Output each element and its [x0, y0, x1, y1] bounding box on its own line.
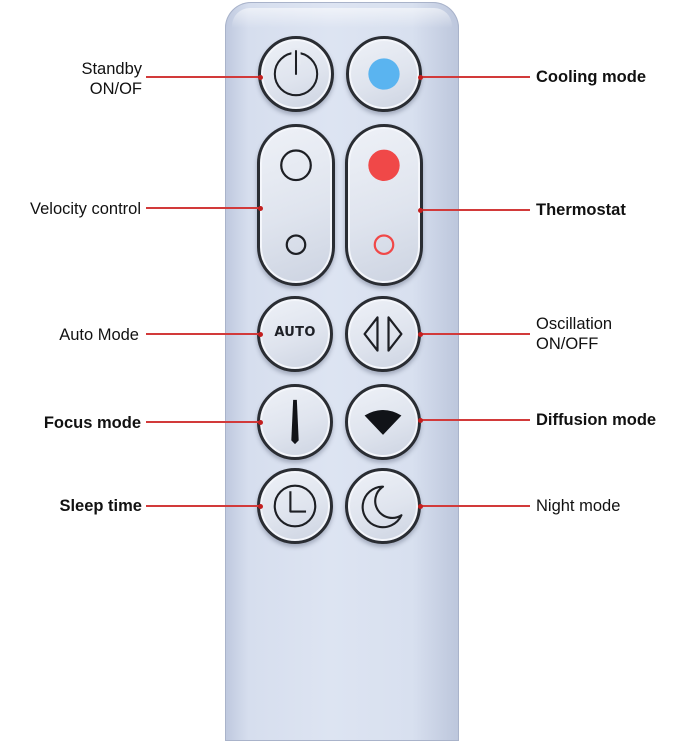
- oscillation-arrows-icon: [363, 316, 403, 352]
- focus-callout-line: [146, 421, 260, 423]
- night-callout-line: [420, 505, 530, 507]
- auto-mode-label: Auto Mode: [59, 326, 139, 344]
- blue-dot-icon: [368, 58, 400, 90]
- thermostat-callout-dot: [417, 207, 423, 213]
- oscillation-callout-line: [420, 333, 530, 335]
- sleep-callout-dot: [257, 503, 263, 509]
- cooling-callout-dot: [417, 74, 423, 80]
- cooling-mode-label: Cooling mode: [536, 68, 646, 86]
- velocity-callout-dot: [257, 205, 263, 211]
- auto-callout-line: [146, 333, 260, 335]
- standby-callout-dot: [257, 74, 263, 80]
- night-mode-label: Night mode: [536, 497, 621, 515]
- power-icon: [273, 48, 319, 97]
- oscillation-button[interactable]: [345, 296, 421, 372]
- standby-label-line2: ON/OF: [89, 80, 142, 98]
- thermostat-callout-line: [420, 209, 530, 211]
- diffusion-mode-button[interactable]: [345, 384, 421, 460]
- diffusion-fan-icon: [364, 410, 402, 435]
- standby-button[interactable]: [258, 36, 334, 112]
- remote-top-highlight: [232, 8, 452, 28]
- focus-callout-dot: [257, 419, 263, 425]
- oscillation-label-line2: ON/OFF: [536, 335, 599, 353]
- remote-body: [225, 2, 459, 741]
- diffusion-mode-label: Diffusion mode: [536, 411, 657, 429]
- sleep-time-label: Sleep time: [59, 497, 142, 515]
- small-circle-icon: [285, 234, 307, 256]
- thermostat-label: Thermostat: [536, 201, 626, 219]
- velocity-callout-line: [146, 207, 260, 209]
- focus-mode-label: Focus mode: [43, 414, 141, 432]
- moon-icon: [361, 485, 403, 529]
- large-circle-icon: [280, 149, 312, 182]
- thermostat-button[interactable]: [345, 124, 423, 286]
- standby-callout-line: [146, 76, 260, 78]
- cooling-callout-line: [420, 76, 530, 78]
- oscillation-label-line1: Oscillation: [536, 315, 613, 333]
- auto-callout-dot: [257, 331, 263, 337]
- focus-wedge-icon: [291, 399, 299, 445]
- diffusion-callout-dot: [417, 417, 423, 423]
- auto-mode-button[interactable]: AUTO: [257, 296, 333, 372]
- focus-mode-button[interactable]: [257, 384, 333, 460]
- cooling-mode-button[interactable]: [346, 36, 422, 112]
- velocity-icons: [280, 149, 312, 256]
- thermostat-icons: [368, 149, 400, 256]
- oscillation-label: Oscillation ON/OFF: [536, 314, 612, 354]
- red-ring-icon: [373, 234, 395, 256]
- diffusion-callout-line: [420, 419, 530, 421]
- auto-label: AUTO: [274, 325, 316, 340]
- standby-label-line1: Standby: [81, 60, 142, 78]
- standby-label: Standby ON/OF: [81, 59, 142, 99]
- clock-icon: [273, 484, 317, 528]
- sleep-callout-line: [146, 505, 260, 507]
- night-mode-button[interactable]: [345, 468, 421, 544]
- velocity-label: Velocity control: [30, 200, 141, 218]
- night-callout-dot: [417, 503, 423, 509]
- red-dot-icon: [368, 149, 400, 181]
- sleep-timer-button[interactable]: [257, 468, 333, 544]
- oscillation-callout-dot: [417, 331, 423, 337]
- velocity-control-button[interactable]: [257, 124, 335, 286]
